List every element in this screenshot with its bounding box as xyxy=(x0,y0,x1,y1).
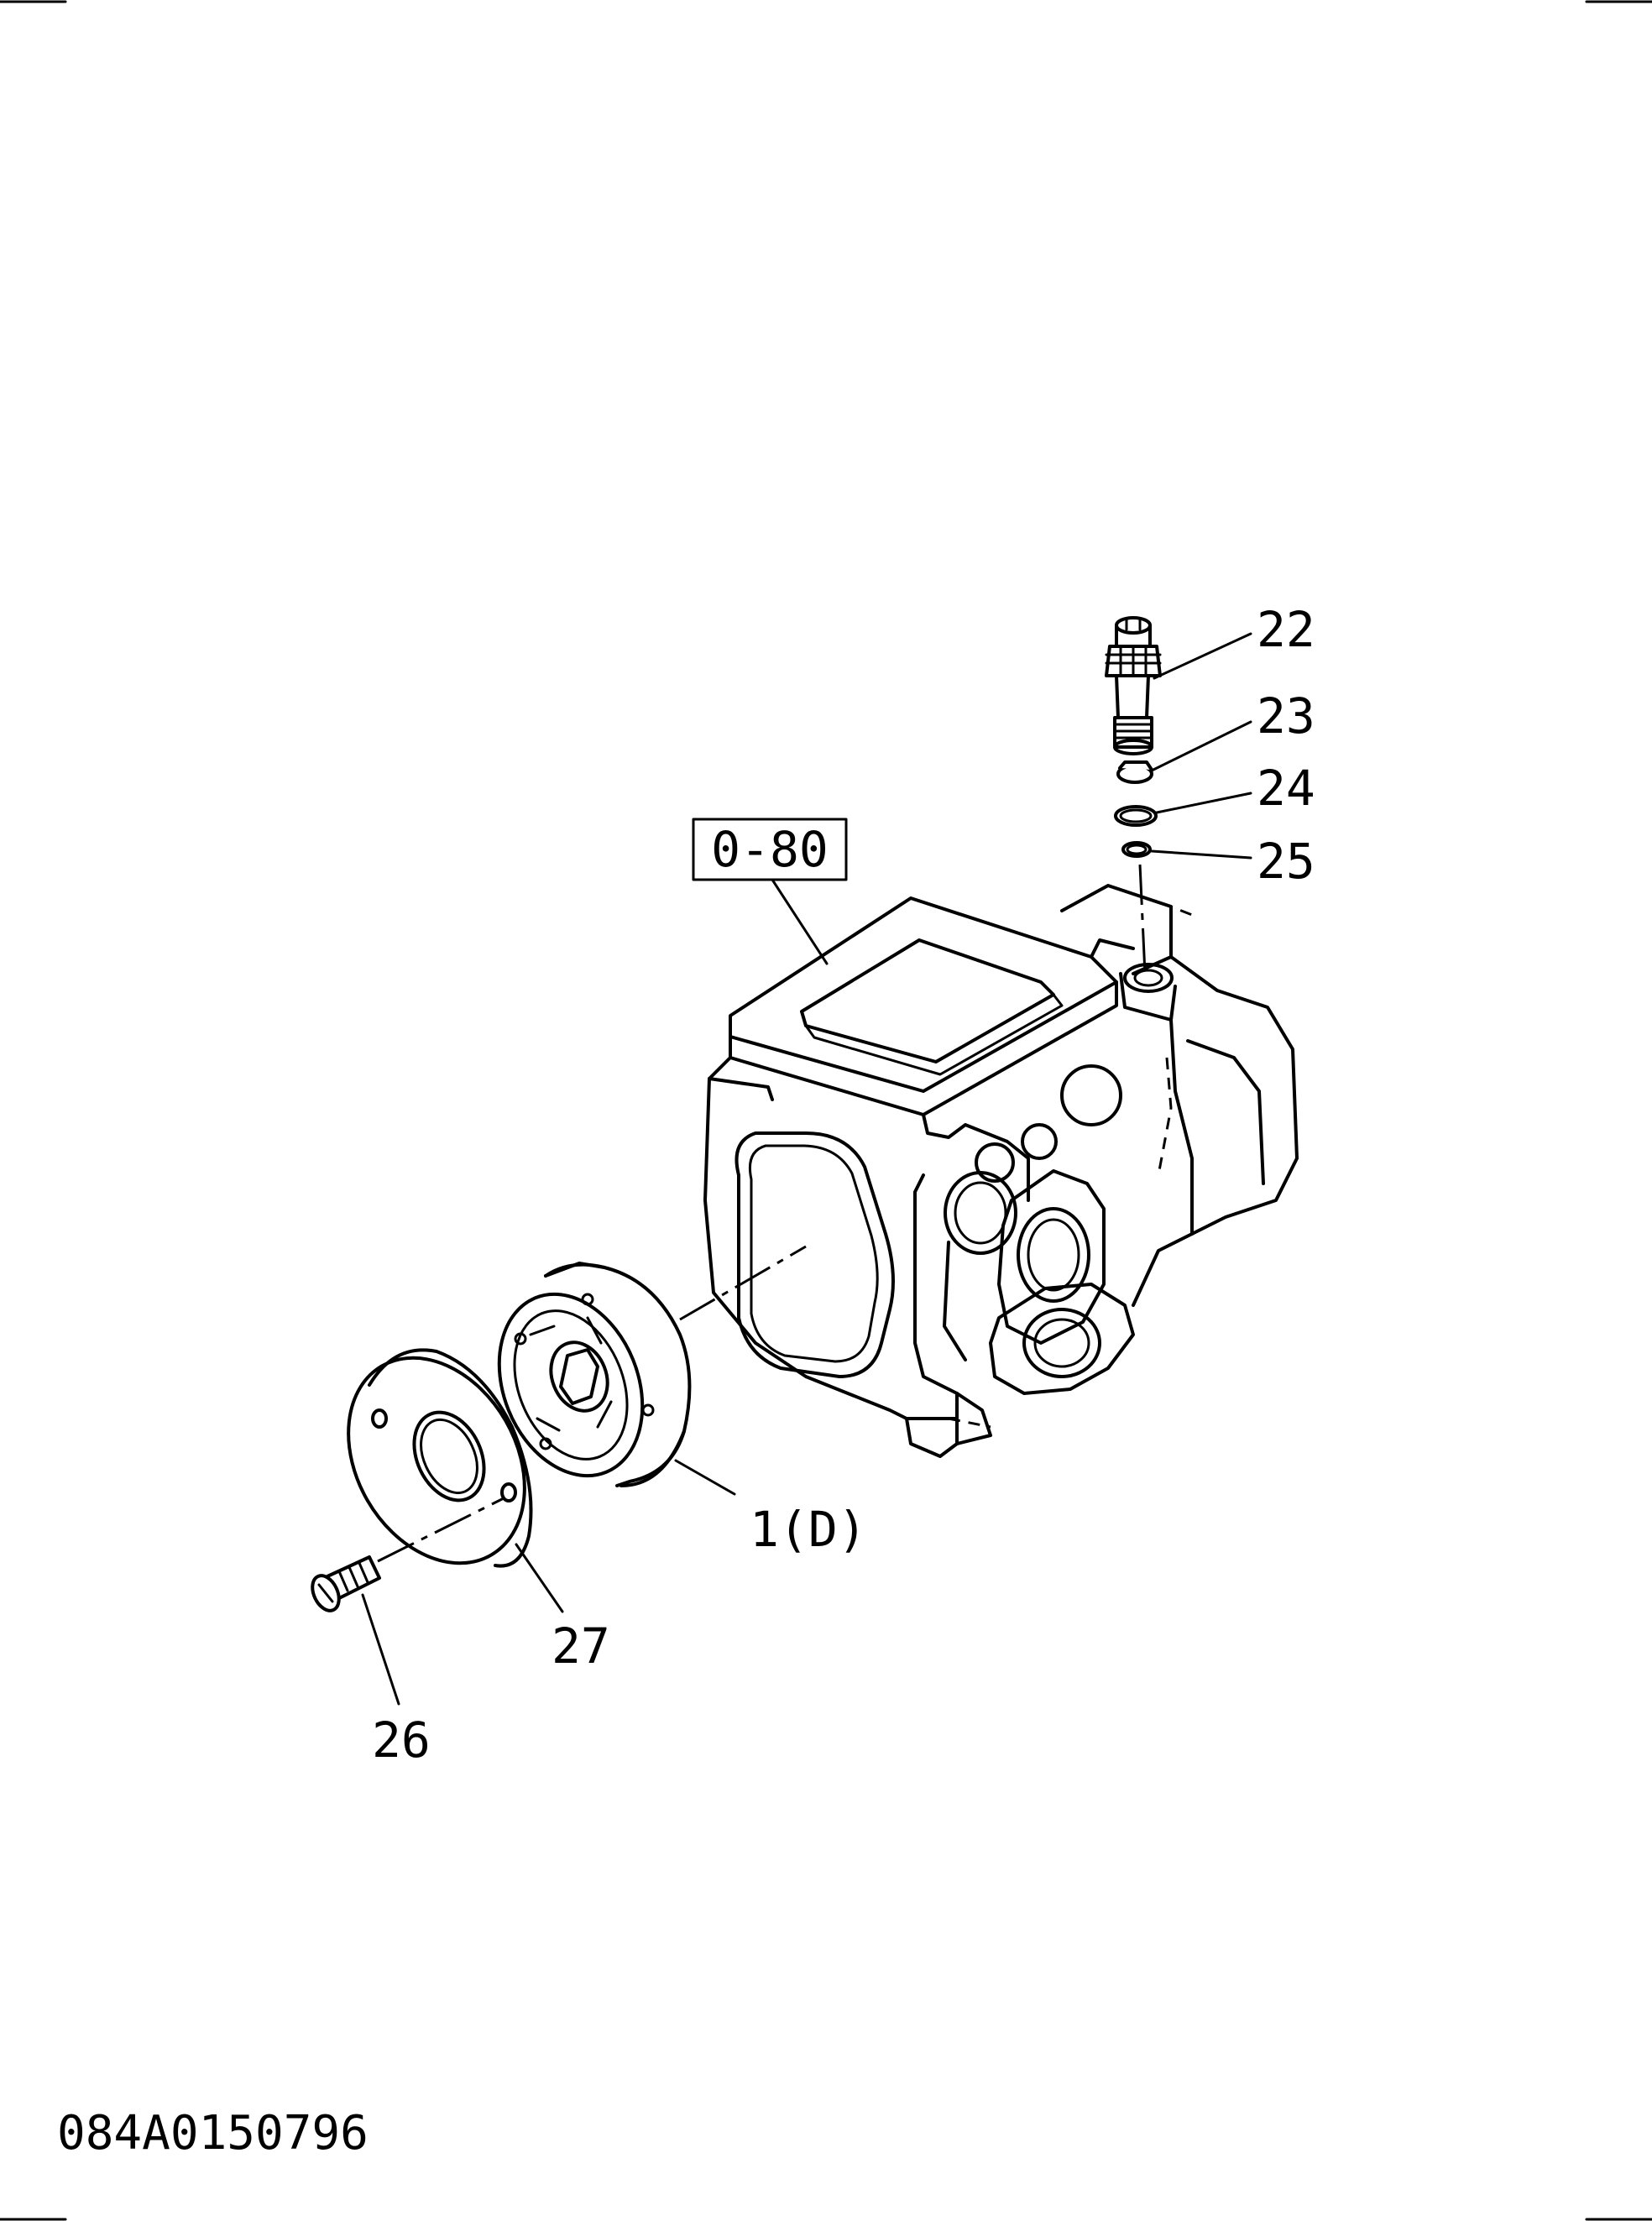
coupling-hub xyxy=(497,1262,692,1487)
drawing-code: 084A0150796 xyxy=(57,2106,369,2161)
callouts: 22 23 24 25 1(D) 27 26 xyxy=(372,601,1315,1769)
leader-lines xyxy=(361,632,1252,1706)
callout-27: 27 xyxy=(552,1617,610,1675)
callout-23: 23 xyxy=(1257,687,1315,745)
screw xyxy=(311,1555,381,1612)
cover-plate xyxy=(347,1348,533,1568)
o-ring-small xyxy=(1121,841,1152,858)
relief-valve xyxy=(1105,616,1162,755)
callout-26: 26 xyxy=(372,1711,431,1769)
snap-ring xyxy=(1116,760,1153,784)
reference-box-label: 0-80 xyxy=(711,821,829,878)
callout-1: 1(D) xyxy=(750,1501,867,1558)
reference-box: 0-80 xyxy=(692,818,848,965)
pump-housing xyxy=(703,884,1299,1458)
callout-25: 25 xyxy=(1257,833,1315,890)
callout-22: 22 xyxy=(1257,601,1315,658)
o-ring-large xyxy=(1114,805,1158,827)
callout-24: 24 xyxy=(1257,760,1315,817)
